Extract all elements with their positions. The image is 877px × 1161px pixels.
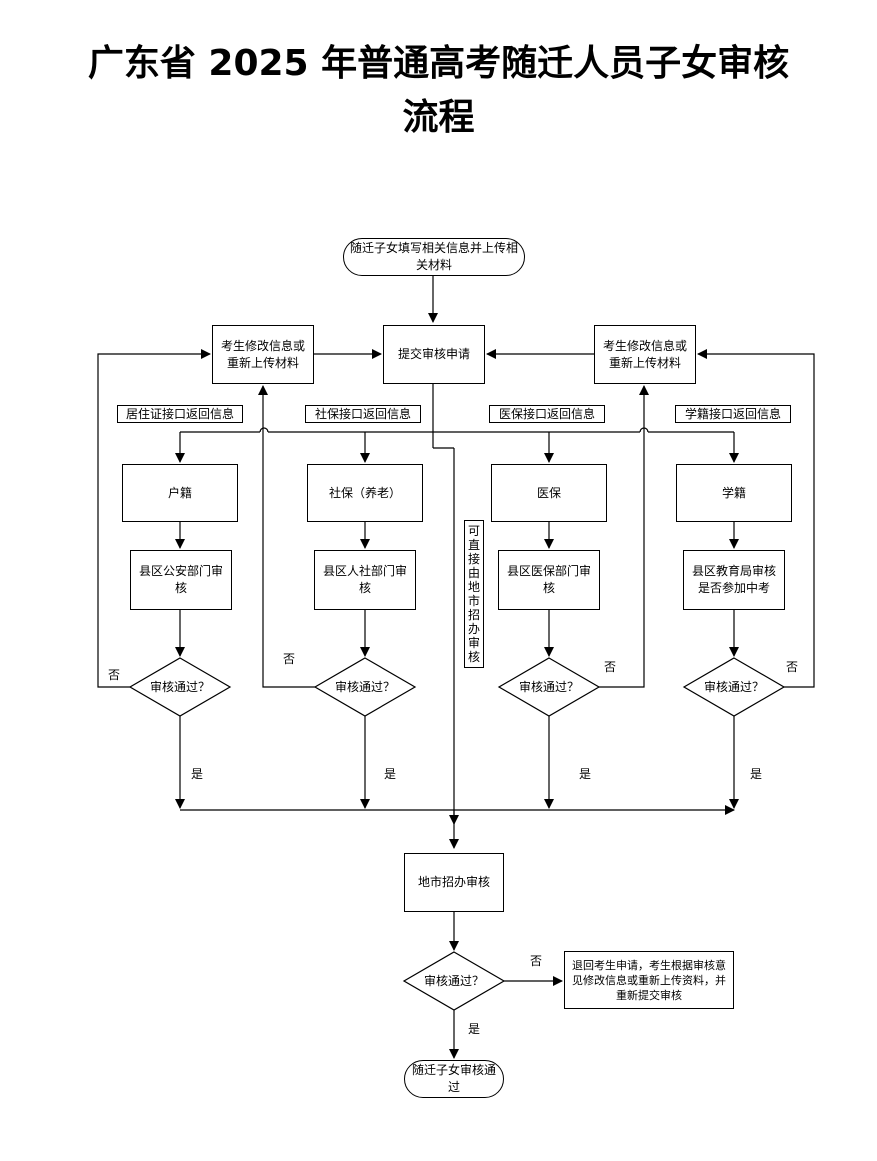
yibao-dept-node: 县区医保部门审核 — [498, 550, 600, 610]
huji-node: 户籍 — [122, 464, 238, 522]
yes-label-2: 是 — [384, 767, 397, 781]
xueji-node: 学籍 — [676, 464, 792, 522]
decision-1-text: 审核通过？ — [149, 680, 210, 694]
no-label-2: 否 — [283, 652, 296, 666]
yibao-label: 医保接口返回信息 — [489, 405, 605, 423]
return-node: 退回考生申请，考生根据审核意见修改信息或重新上传资料，并重新提交审核 — [564, 951, 734, 1009]
modify-left-node: 考生修改信息或重新上传材料 — [212, 325, 314, 384]
yes-label-4: 是 — [750, 767, 763, 781]
no-label-4: 否 — [786, 660, 799, 674]
yes-label-1: 是 — [191, 767, 204, 781]
gongan-node: 县区公安部门审核 — [130, 550, 232, 610]
page-title-line1: 广东省 2025 年普通高考随迁人员子女审核 — [87, 43, 790, 84]
jiaoyu-node: 县区教育局审核是否参加中考 — [683, 550, 785, 610]
end-node: 随迁子女审核通过 — [404, 1060, 504, 1098]
decision-3-text: 审核通过？ — [518, 680, 579, 694]
yes-label-5: 是 — [468, 1022, 481, 1036]
juzhu-label: 居住证接口返回信息 — [117, 405, 243, 423]
page-title-line2: 流程 — [402, 97, 475, 138]
no-label-5: 否 — [530, 954, 543, 968]
yibao-node: 医保 — [491, 464, 607, 522]
modify-right-node: 考生修改信息或重新上传材料 — [594, 325, 696, 384]
renshe-node: 县区人社部门审核 — [314, 550, 416, 610]
shebao-node: 社保（养老） — [307, 464, 423, 522]
start-node: 随迁子女填写相关信息并上传相关材料 — [343, 238, 525, 276]
no-label-3: 否 — [604, 660, 617, 674]
submit-node: 提交审核申请 — [383, 325, 485, 384]
city-review-node: 地市招办审核 — [404, 853, 504, 912]
direct-city-label: 可直接由地市招办审核 — [464, 520, 484, 668]
decision-5-text: 审核通过？ — [423, 974, 484, 988]
decision-4-text: 审核通过？ — [703, 680, 764, 694]
yes-label-3: 是 — [579, 767, 592, 781]
shebao-label: 社保接口返回信息 — [305, 405, 421, 423]
xueji-label: 学籍接口返回信息 — [675, 405, 791, 423]
no-label-1: 否 — [108, 668, 121, 682]
decision-2-text: 审核通过？ — [334, 680, 395, 694]
